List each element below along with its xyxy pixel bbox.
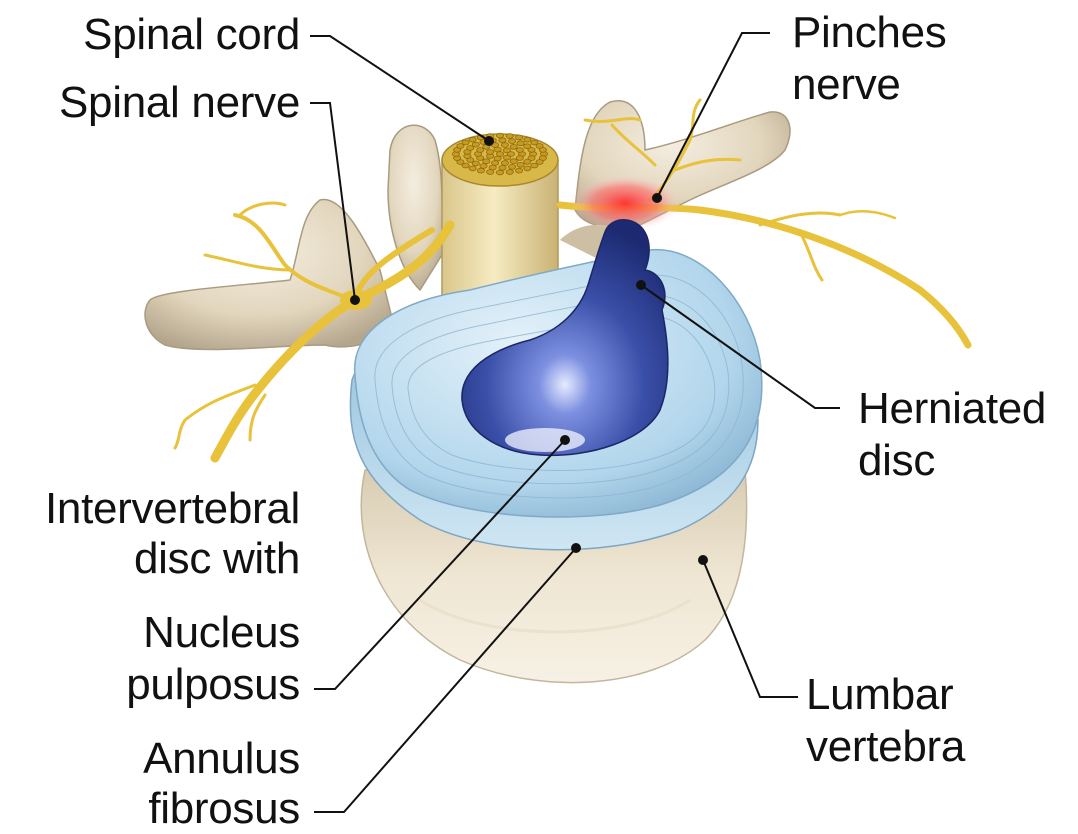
nerve-fiber-end — [492, 161, 499, 166]
nerve-fiber-end — [499, 165, 506, 170]
nerve-fiber-end — [503, 148, 510, 153]
left-transverse-process — [145, 200, 395, 350]
nerve-fiber-end — [508, 139, 515, 144]
nerve-fiber-end — [472, 142, 479, 147]
nerve-fiber-end — [501, 143, 508, 148]
nerve-fiber-end — [494, 147, 501, 152]
label-herniated-disc-line1: Herniated — [858, 384, 1046, 434]
label-intervertebral-line1: Intervertebral — [0, 484, 300, 534]
nerve-fiber-end — [469, 137, 476, 142]
label-intervertebral-line2: disc with — [0, 534, 300, 584]
nerve-fiber-end — [517, 162, 524, 167]
nerve-fiber-end — [506, 170, 513, 175]
spinal-cord-leader — [310, 36, 489, 141]
nerve-fiber-end — [494, 156, 501, 161]
label-lumbar-line2: vertebra — [806, 722, 965, 772]
nerve-fiber-end — [469, 166, 476, 171]
label-pinches-nerve-line2: nerve — [792, 60, 901, 110]
nerve-fiber-end — [528, 148, 535, 153]
nerve-fiber-end — [516, 168, 523, 173]
nerve-fiber-end — [496, 152, 503, 157]
label-nucleus-line2: pulposus — [0, 660, 300, 710]
nerve-fiber-end — [524, 159, 531, 164]
nerve-fiber-end — [539, 148, 546, 153]
nerve-fiber-end — [524, 137, 531, 142]
label-pinches-nerve-line1: Pinches — [792, 8, 946, 58]
nerve-fiber-end — [501, 161, 508, 166]
nerve-fiber-end — [517, 141, 524, 146]
label-spinal-nerve: Spinal nerve — [10, 78, 300, 128]
nerve-fiber-end — [510, 159, 517, 164]
label-spinal-cord: Spinal cord — [20, 10, 300, 60]
nerve-fiber-end — [487, 170, 494, 175]
nerve-fiber-end — [480, 164, 487, 169]
nerve-fiber-end — [487, 150, 494, 155]
nerve-fiber-end — [524, 166, 531, 171]
nerve-fiber-end — [506, 134, 513, 139]
label-herniated-disc-line2: disc — [858, 436, 935, 486]
nerve-fiber-end — [516, 148, 523, 153]
nerve-fiber-end — [477, 168, 484, 173]
nerve-fiber-end — [516, 135, 523, 140]
label-lumbar-line1: Lumbar — [806, 670, 953, 720]
label-annulus-line2: fibrosus — [0, 784, 300, 834]
nerve-fiber-end — [489, 165, 496, 170]
nerve-fiber-end — [499, 138, 506, 143]
nerve-fiber-end — [503, 155, 510, 160]
nerve-fiber-end — [531, 163, 538, 168]
nerve-fiber-end — [462, 140, 469, 145]
label-annulus-line1: Annulus — [0, 734, 300, 784]
label-nucleus-line1: Nucleus — [0, 608, 300, 658]
nerve-fiber-end — [496, 133, 503, 138]
nerve-fiber-end — [496, 170, 503, 175]
nerve-fiber-end — [508, 165, 515, 170]
